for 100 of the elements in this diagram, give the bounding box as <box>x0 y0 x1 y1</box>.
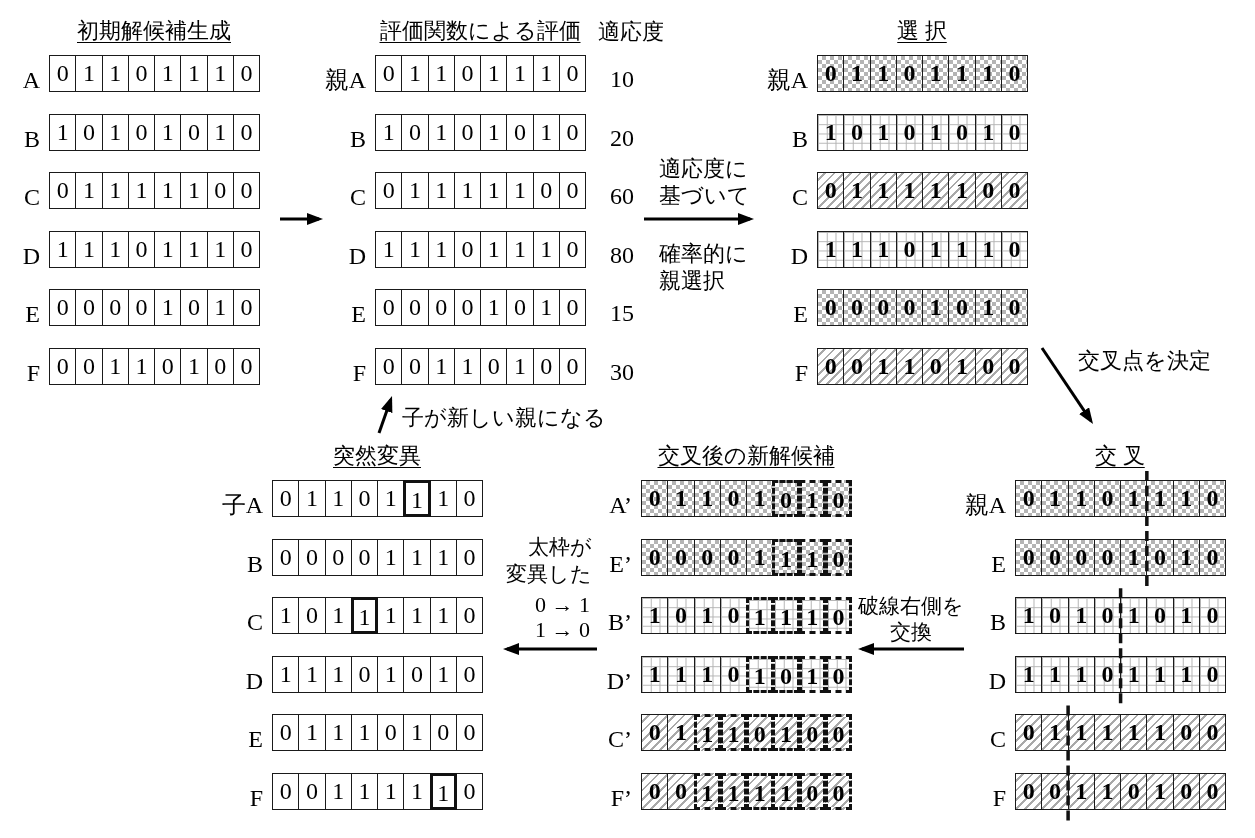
fitness-value: 20 <box>610 124 634 152</box>
bit-cell: 0 <box>350 655 379 693</box>
row-label: 親A <box>964 491 1006 520</box>
bit-cell: 1 <box>532 55 561 92</box>
bit-cell: 1 <box>127 348 156 385</box>
bit-cell: 1 <box>480 289 508 327</box>
arrow <box>503 643 597 655</box>
bit-cell: 0 <box>232 113 261 151</box>
bit-cell: 0 <box>480 348 508 385</box>
bit-cell: 1 <box>1093 773 1122 810</box>
bit-cell: 1 <box>429 597 458 635</box>
bit-cell: 0 <box>206 348 235 385</box>
bit-cell: 1 <box>350 773 379 810</box>
arrow <box>644 213 754 225</box>
fitness-value: 10 <box>610 66 634 93</box>
row-label: F’ <box>610 784 632 813</box>
arrow <box>858 643 964 655</box>
bit-cell: 0 <box>817 172 845 210</box>
bit-cell: 0 <box>453 230 482 268</box>
bit-cell: 1 <box>101 113 130 151</box>
bit-cell: 1 <box>453 172 482 210</box>
bit-cell: 0 <box>127 289 156 327</box>
bit-cell: 1 <box>667 480 695 517</box>
bit-cell: 0 <box>817 289 845 327</box>
bit-cell: 0 <box>1000 230 1029 268</box>
bit-cell: 1 <box>453 348 482 385</box>
bit-cell: 1 <box>324 480 353 517</box>
bit-cell: 0 <box>375 55 403 92</box>
bit-cell: 0 <box>1000 113 1029 151</box>
bit-cell: 0 <box>375 289 403 327</box>
bit-cell: 1 <box>506 55 534 92</box>
bit-cell: 0 <box>455 773 484 810</box>
bit-cell: 1 <box>922 55 950 92</box>
row-label: 親A <box>324 66 366 95</box>
bit-cell: 1 <box>154 113 182 151</box>
bit-cell: 0 <box>101 289 130 327</box>
bit-cell: 1 <box>1172 655 1201 693</box>
bit-cell: 0 <box>843 113 871 151</box>
bit-cell: 0 <box>298 773 326 810</box>
bit-cell: 1 <box>377 773 405 810</box>
bit-cell: 1 <box>101 55 130 92</box>
bit-cell: 1 <box>532 113 561 151</box>
bit-cell: 1 <box>843 55 871 92</box>
bit-cell: 0 <box>427 289 456 327</box>
bit-cell: 0 <box>641 480 669 517</box>
bit-cell: 1 <box>298 714 326 752</box>
bit-cell: 0 <box>375 348 403 385</box>
bit-cell: 0 <box>232 289 261 327</box>
bit-cell: 1 <box>324 773 353 810</box>
bit-cell: 0 <box>667 597 695 635</box>
bit-cell: 1 <box>772 597 800 635</box>
bit-cell: 1 <box>75 172 103 210</box>
bit-cell: 1 <box>1041 655 1069 693</box>
bit-cell: 1 <box>403 714 431 752</box>
bit-cell: 1 <box>922 289 950 327</box>
row-label: E <box>351 300 366 330</box>
bit-cell: 0 <box>798 773 827 810</box>
bit-cell: 1 <box>869 230 898 268</box>
bit-cell: 1 <box>272 597 300 635</box>
bit-cell: 0 <box>641 538 669 576</box>
bit-cell: 1 <box>298 655 326 693</box>
bit-cell: 0 <box>843 289 871 327</box>
bit-cell: 0 <box>1067 538 1096 576</box>
bit-cell: 1 <box>154 230 182 268</box>
bit-cell: 0 <box>772 655 800 693</box>
fitness-value: 15 <box>610 300 634 328</box>
row-label: B’ <box>608 608 632 638</box>
bit-cell: 0 <box>324 538 353 576</box>
bit-cell: 1 <box>532 289 561 327</box>
row-label: F <box>992 784 1006 813</box>
bit-cell: 1 <box>746 480 774 517</box>
arrow <box>377 396 393 434</box>
bit-cell: 1 <box>324 714 353 752</box>
bit-cell: 0 <box>1198 714 1227 752</box>
bit-cell: 0 <box>558 113 587 151</box>
row-label: F <box>26 359 40 388</box>
bit-cell: 0 <box>127 55 156 92</box>
bit-cell: 0 <box>558 230 587 268</box>
bit-cell: 0 <box>869 289 898 327</box>
row-label: D <box>348 241 366 271</box>
bit-cell: 0 <box>719 480 748 517</box>
bit-cell: 0 <box>377 714 405 752</box>
row-label: F <box>352 359 366 388</box>
bit-cell: 0 <box>895 113 924 151</box>
bit-cell: 1 <box>180 172 208 210</box>
edge-label: 子が新しい親になる <box>402 404 606 431</box>
bit-cell: 0 <box>232 55 261 92</box>
bit-cell: 0 <box>1198 655 1227 693</box>
bit-cell: 0 <box>232 172 261 210</box>
row-label: D <box>988 666 1006 696</box>
bit-cell: 0 <box>824 597 853 635</box>
bit-cell: 0 <box>824 773 853 810</box>
bit-cell: 0 <box>272 714 300 752</box>
bit-cell: 0 <box>401 289 429 327</box>
bit-cell: 1 <box>1146 714 1174 752</box>
bit-cell: 1 <box>403 597 431 635</box>
bit-cell: 0 <box>180 289 208 327</box>
bit-cell: 1 <box>817 113 845 151</box>
bit-cell: 1 <box>403 480 431 517</box>
bit-cell: 1 <box>375 230 403 268</box>
